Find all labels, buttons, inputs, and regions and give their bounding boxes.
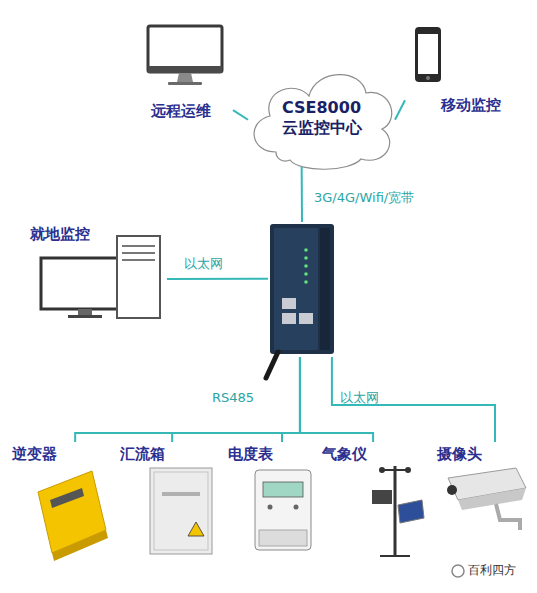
node-label: 逆变器: [12, 445, 57, 463]
cloud-outline: [254, 75, 392, 170]
antenna: [266, 352, 278, 378]
phone-icon: [415, 27, 441, 82]
sensor-box: [372, 490, 392, 504]
meter-button: [294, 505, 299, 510]
device-node: 远程运维: [128, 22, 233, 120]
pc-stand: [78, 309, 92, 315]
device-node: CSE8000 云监控中心: [248, 62, 395, 167]
pc-icon: [41, 236, 160, 318]
node-label: 电度表: [228, 445, 273, 463]
camera-underside: [458, 488, 526, 510]
anemometer-arm: [382, 469, 408, 471]
node-label: CSE8000 云监控中心: [276, 98, 368, 138]
station-foot: [380, 555, 410, 557]
phone-screen: [418, 34, 438, 74]
network-link: [301, 167, 303, 222]
gateway-panel: [274, 228, 318, 350]
meter-display: [263, 482, 303, 497]
gateway-body: [270, 224, 334, 354]
warning-triangle: [188, 522, 204, 536]
network-link: [332, 357, 495, 442]
camera-lens: [447, 485, 457, 495]
status-led: [304, 264, 308, 268]
link-label: 以太网: [340, 390, 379, 406]
station-pole: [394, 466, 397, 556]
node-label: 就地监控: [30, 225, 90, 243]
network-link: [75, 357, 300, 442]
meter-button: [268, 505, 273, 510]
drive-slot: [122, 259, 155, 261]
box-door: [154, 472, 208, 550]
monitor-frame: [148, 26, 222, 72]
inverter-display: [50, 488, 84, 508]
camera-icon: [447, 468, 526, 530]
inverter-side: [52, 530, 108, 561]
combiner-box-icon: [150, 468, 212, 554]
device-node: 汇流箱: [118, 442, 213, 562]
status-led: [304, 256, 308, 260]
link-label: 以太网: [184, 256, 223, 272]
network-link: [395, 100, 405, 120]
monitor-base: [168, 82, 202, 85]
network-link: [282, 357, 300, 442]
pc-tower: [117, 236, 160, 318]
watermark-text: 百利四方: [468, 562, 516, 578]
node-label: 远程运维: [151, 102, 211, 120]
pc-base: [68, 315, 102, 318]
solar-panel: [398, 500, 424, 523]
node-label: 摄像头: [437, 445, 482, 463]
inverter-icon: [38, 471, 108, 561]
device-node: 摄像头: [435, 442, 535, 562]
link-label: RS485: [212, 390, 254, 406]
link-label: 3G/4G/Wifi/宽带: [314, 190, 414, 206]
status-led: [304, 280, 308, 284]
gateway-device: [266, 224, 334, 378]
ethernet-port: [282, 313, 296, 324]
node-label: 移动监控: [441, 96, 501, 114]
meter-icon: [255, 470, 311, 550]
device-node: 逆变器: [8, 442, 93, 562]
phone-body: [415, 27, 441, 82]
box-nameplate: [162, 492, 200, 496]
meter-terminal: [259, 530, 307, 546]
ethernet-port: [299, 313, 313, 324]
anemometer-cup: [405, 467, 411, 473]
monitor-bezel: [148, 66, 222, 73]
node-label: 气象仪: [322, 445, 367, 463]
drive-slot: [122, 245, 155, 247]
gateway-side: [320, 228, 330, 350]
box-body: [150, 468, 212, 554]
device-node: 电度表: [225, 442, 320, 562]
anemometer-cup: [379, 467, 385, 473]
pc-monitor: [41, 258, 129, 309]
drive-slot: [122, 252, 155, 254]
camera-bracket: [496, 504, 520, 530]
weather-station-icon: [372, 466, 424, 556]
status-led: [304, 248, 308, 252]
network-link: [167, 278, 268, 280]
status-led: [304, 272, 308, 276]
watermark-icon: [452, 565, 464, 577]
phone-button: [426, 76, 430, 80]
device-node: 就地监控: [22, 222, 167, 322]
device-node: 气象仪: [320, 442, 410, 562]
network-link: [233, 110, 248, 120]
device-node: 移动监控: [405, 22, 505, 114]
node-label: 汇流箱: [120, 445, 165, 463]
monitor-stand: [177, 73, 193, 82]
device-node: [268, 222, 336, 357]
network-link: [172, 357, 300, 442]
ethernet-port: [282, 298, 296, 309]
monitor-icon: [148, 26, 222, 85]
meter-body: [255, 470, 311, 550]
